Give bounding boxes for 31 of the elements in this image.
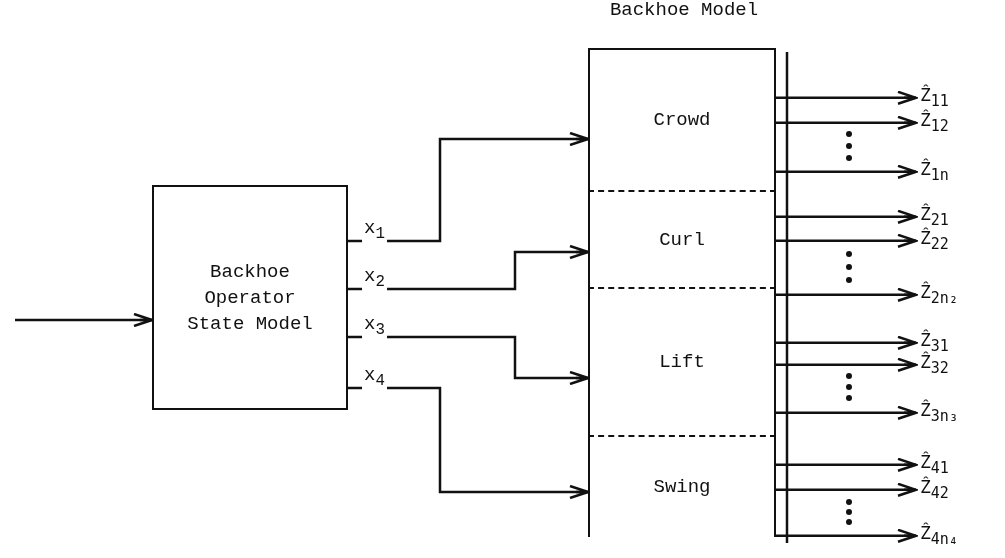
arrow (348, 244, 590, 291)
arrow (776, 287, 918, 303)
arrow (776, 335, 918, 351)
arrow (776, 357, 918, 373)
output-label: Ẑ$_{4n₄}$ (920, 523, 958, 549)
submodel-section: Curl (588, 190, 776, 287)
arrow (776, 528, 918, 544)
arrow (776, 164, 918, 180)
output-label: Ẑ$_{2n₂}$ (920, 282, 958, 308)
arrow (776, 233, 918, 249)
output-label: Ẑ$_{42}$ (920, 477, 949, 503)
arrow (15, 312, 154, 328)
arrow (776, 209, 918, 225)
output-label: Ẑ$_{32}$ (920, 352, 949, 378)
model-heading: Backhoe Model (608, 0, 760, 22)
arrow (776, 457, 918, 473)
output-label: Ẑ$_{12}$ (920, 110, 949, 136)
submodel-section: Crowd (588, 48, 776, 190)
output-label: Ẑ$_{22}$ (920, 228, 949, 254)
arrow (348, 131, 590, 243)
output-label: Ẑ$_{3n₃}$ (920, 400, 958, 426)
arrow (776, 90, 918, 106)
arrow (776, 115, 918, 131)
arrow (348, 386, 590, 500)
arrow (776, 405, 918, 421)
submodel-section: Lift (588, 287, 776, 435)
arrow (348, 335, 590, 386)
output-label: Ẑ$_{1n}$ (920, 159, 949, 185)
arrow (776, 482, 918, 498)
submodel-section: Swing (588, 435, 776, 537)
process-box: Backhoe Operator State Model (152, 185, 348, 410)
